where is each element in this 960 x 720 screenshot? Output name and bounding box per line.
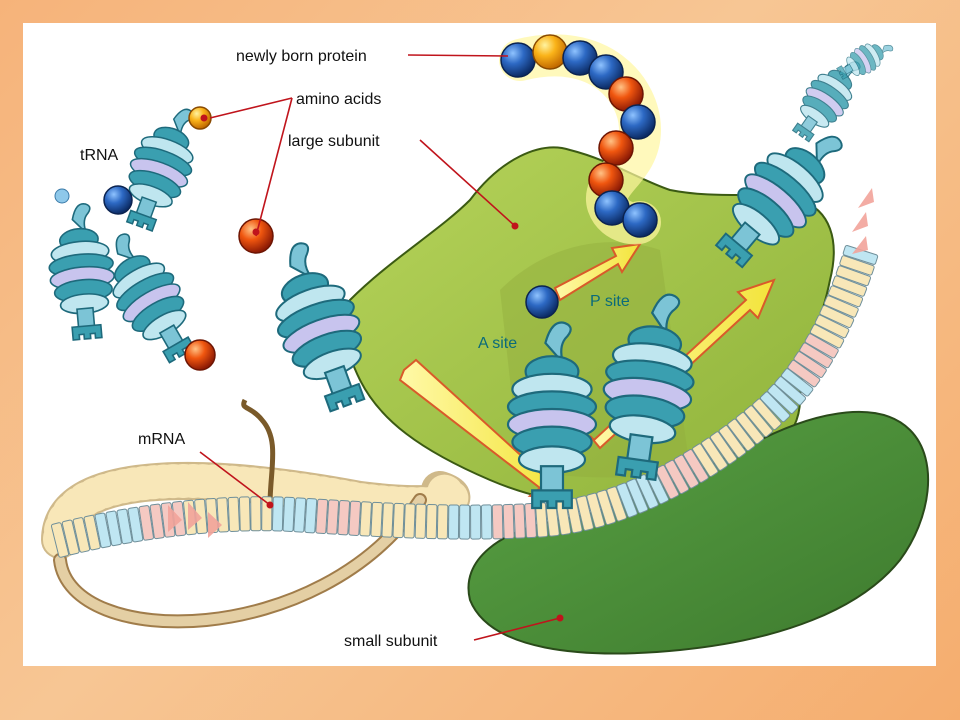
mrna-nucleotide bbox=[502, 503, 515, 540]
mrna-nucleotide bbox=[709, 431, 738, 465]
mrna-nucleotide bbox=[149, 503, 165, 540]
mrna-nucleotide bbox=[727, 418, 756, 452]
amino-acid-bead bbox=[622, 202, 658, 238]
mrna-nucleotide bbox=[793, 351, 827, 378]
mrna-nucleotide bbox=[839, 255, 875, 276]
amino-acid-bead bbox=[500, 42, 536, 78]
mrna-nucleotide bbox=[392, 502, 405, 539]
mrna-nucleotide bbox=[304, 498, 318, 534]
mrna-nucleotide bbox=[752, 398, 782, 430]
mrna-nucleotide bbox=[359, 501, 372, 537]
mrna-nucleotide bbox=[480, 504, 493, 540]
mrna-nucleotide bbox=[804, 333, 839, 359]
label-p-site: P site bbox=[590, 293, 630, 310]
mrna-nucleotide bbox=[227, 496, 240, 532]
mrna-nucleotide bbox=[835, 265, 871, 287]
mrna-nucleotide bbox=[524, 502, 537, 539]
protein-chain bbox=[499, 34, 662, 245]
mrna-nucleotide bbox=[809, 324, 845, 349]
label-amino-acids: amino acids bbox=[296, 91, 381, 108]
mrna-nucleotide bbox=[436, 504, 449, 540]
mrna-nucleotide bbox=[692, 443, 719, 477]
mrna-nucleotide bbox=[293, 497, 307, 533]
mrna-nucleotide bbox=[94, 512, 112, 549]
mrna-nucleotide bbox=[337, 500, 351, 536]
mrna-nucleotide bbox=[491, 504, 504, 540]
mrna-strand bbox=[50, 245, 879, 558]
mrna-nucleotide bbox=[326, 499, 340, 535]
mrna-nucleotide bbox=[513, 503, 526, 539]
mrna-nucleotide bbox=[470, 504, 482, 540]
mrna-nucleotide bbox=[50, 522, 70, 558]
amino-acid-a-site bbox=[525, 285, 559, 319]
mrna-strand-back bbox=[41, 398, 471, 629]
amino-acid-bead bbox=[532, 34, 568, 70]
mrna-nucleotide bbox=[664, 459, 690, 495]
mrna-nucleotide bbox=[774, 376, 807, 406]
amino-acid-free-small bbox=[54, 188, 70, 204]
mrna-nucleotide bbox=[759, 391, 791, 423]
amino-acid-bead bbox=[598, 130, 634, 166]
mrna-nucleotide bbox=[425, 504, 438, 540]
mrna-nucleotide bbox=[683, 449, 709, 483]
mrna-nucleotide bbox=[655, 464, 680, 500]
mrna-nucleotide bbox=[616, 482, 638, 518]
mrna-nucleotide bbox=[787, 359, 821, 388]
amino-acid-incoming bbox=[238, 218, 274, 254]
mrna-nucleotide bbox=[701, 437, 728, 471]
mrna-nucleotide bbox=[127, 506, 144, 543]
mrna-nucleotide bbox=[744, 405, 773, 438]
mrna-nucleotide bbox=[735, 412, 765, 445]
mrna-direction-arrows bbox=[168, 188, 874, 538]
mrna-nucleotide bbox=[447, 504, 460, 540]
mrna-nucleotide bbox=[116, 508, 133, 545]
amino-acid-free-top bbox=[188, 106, 212, 130]
label-large-subunit: large subunit bbox=[288, 133, 380, 150]
mrna-nucleotide bbox=[767, 384, 799, 414]
mrna-nucleotide bbox=[315, 498, 329, 535]
mrna-nucleotide bbox=[105, 510, 122, 547]
mrna-nucleotide bbox=[459, 504, 471, 540]
mrna-nucleotide bbox=[831, 275, 868, 297]
leader-lines bbox=[199, 54, 561, 641]
mrna-nucleotide bbox=[138, 505, 154, 541]
mrna-nucleotide bbox=[718, 425, 747, 458]
mrna-nucleotide bbox=[348, 500, 362, 536]
mrna-nucleotide bbox=[72, 517, 91, 553]
mrna-nucleotide bbox=[819, 305, 855, 329]
mrna-nucleotide bbox=[403, 503, 416, 539]
amino-acid-bead bbox=[620, 104, 656, 140]
mrna-nucleotide bbox=[83, 514, 101, 551]
mrna-nucleotide bbox=[814, 314, 850, 339]
amino-acid-free-bottom bbox=[184, 339, 216, 371]
mrna-nucleotide bbox=[596, 489, 617, 526]
mrna-nucleotide bbox=[827, 285, 864, 308]
mrna-nucleotide bbox=[823, 295, 859, 318]
mrna-nucleotide bbox=[626, 478, 649, 514]
label-a-site: A site bbox=[478, 335, 517, 352]
mrna-nucleotide bbox=[271, 496, 284, 532]
mrna-nucleotide bbox=[370, 501, 383, 538]
label-small-subunit: small subunit bbox=[344, 633, 438, 650]
amino-acid-free-blue bbox=[103, 185, 133, 215]
mrna-nucleotide bbox=[238, 496, 251, 532]
mrna-nucleotide bbox=[781, 368, 814, 397]
mrna-nucleotide bbox=[282, 496, 296, 532]
mrna-nucleotide bbox=[586, 492, 606, 529]
mrna-nucleotide bbox=[606, 486, 627, 522]
leader-dots bbox=[200, 114, 564, 622]
label-mrna: mRNA bbox=[138, 431, 185, 448]
mrna-nucleotide bbox=[381, 502, 394, 538]
mrna-nucleotide bbox=[250, 496, 262, 532]
mrna-nucleotide bbox=[61, 519, 80, 556]
mrna-nucleotide bbox=[799, 342, 833, 369]
mrna-nucleotide bbox=[576, 495, 594, 531]
mrna-nucleotide bbox=[414, 503, 427, 539]
label-newly-born-protein: newly born protein bbox=[236, 48, 367, 65]
label-trna: tRNA bbox=[80, 147, 119, 164]
mrna-nucleotide bbox=[673, 454, 700, 489]
